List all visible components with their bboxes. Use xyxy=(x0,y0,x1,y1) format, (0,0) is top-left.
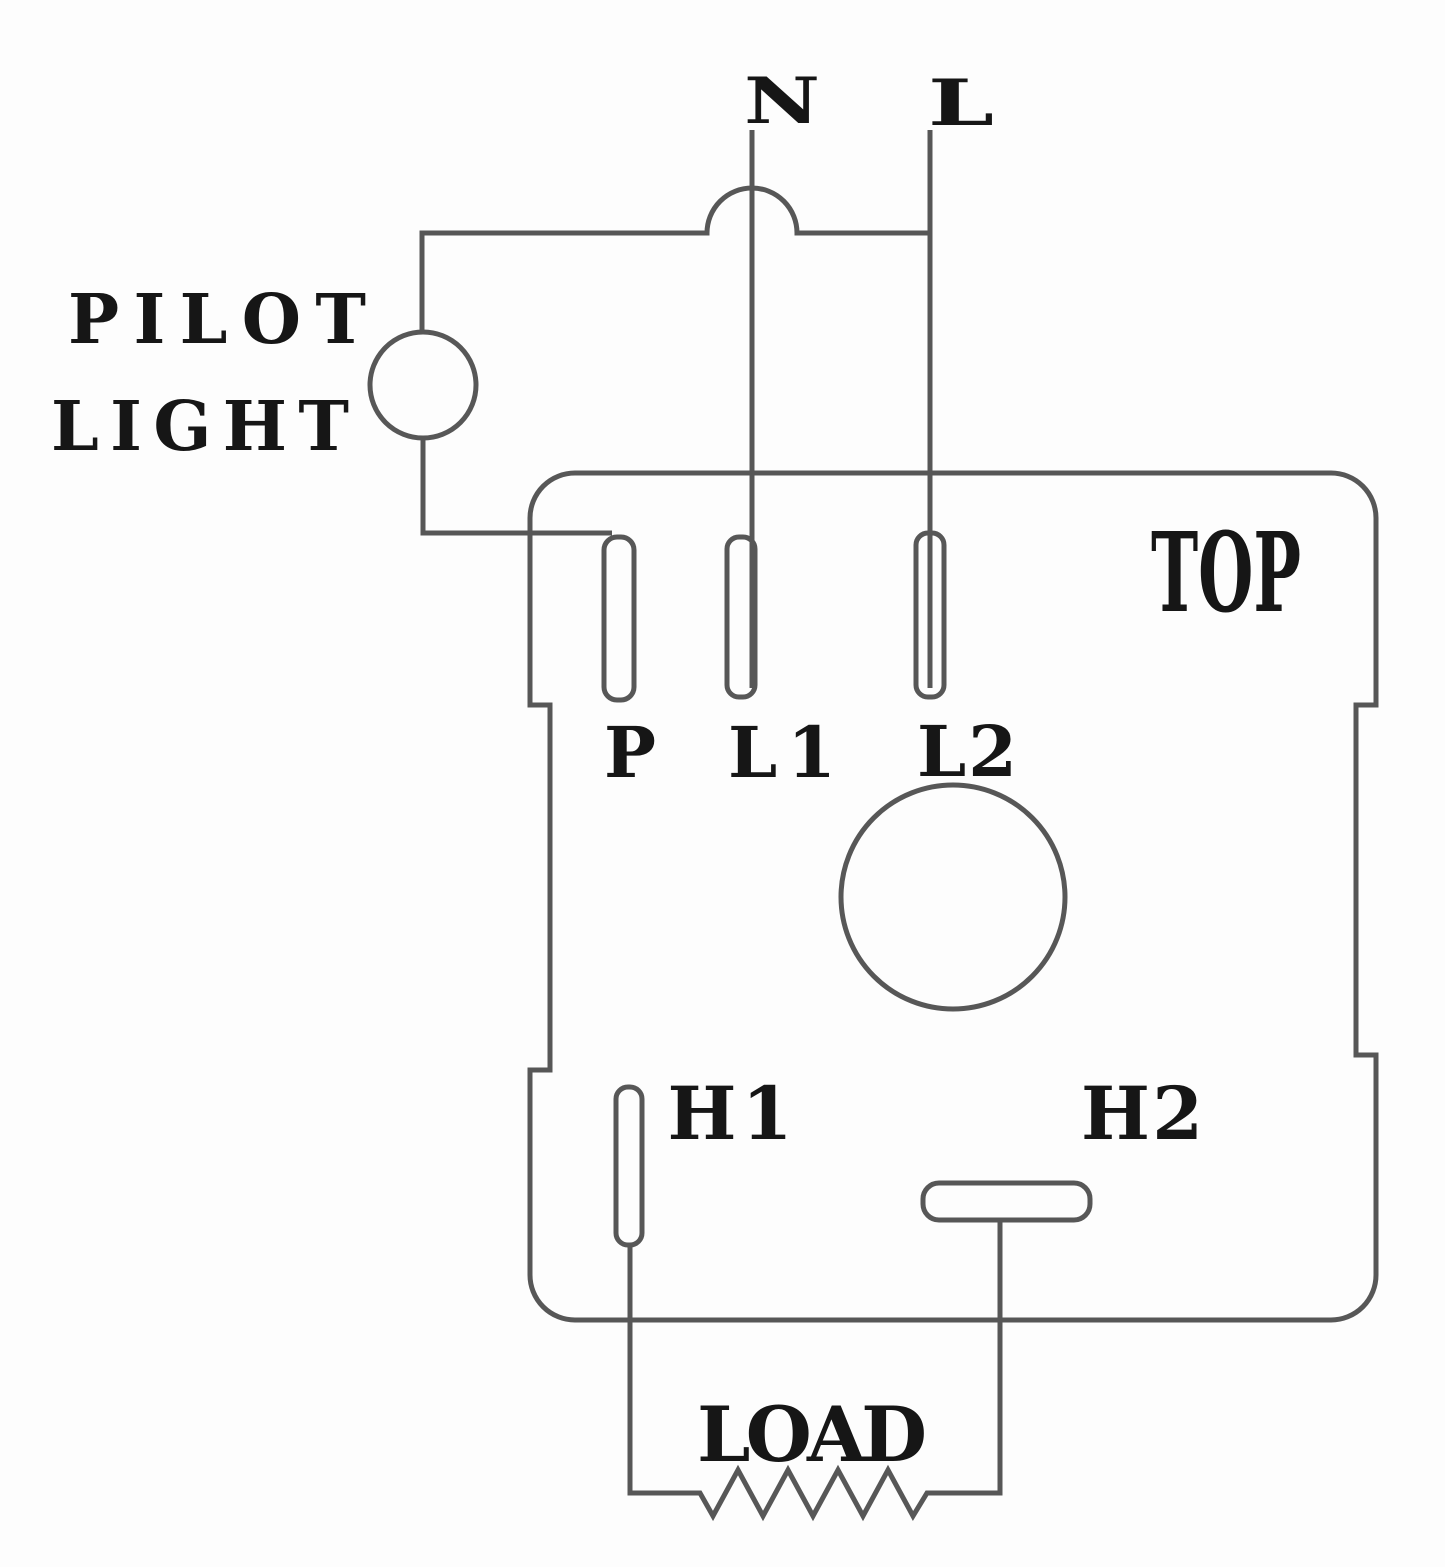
label-light: LIGHT xyxy=(51,387,349,467)
terminal-slot-l1 xyxy=(724,534,758,700)
socket-center-hole xyxy=(838,782,1068,1012)
label-terminal-h1: H1 xyxy=(668,1071,793,1157)
pilot-to-terminal-p-wire xyxy=(420,437,612,536)
label-pilot: PILOT xyxy=(68,280,366,360)
pilot-branch-wire-with-crossover-hop xyxy=(419,185,930,333)
label-line: L xyxy=(928,66,994,141)
socket-outline xyxy=(527,470,1379,1323)
terminal-slot-l2 xyxy=(913,530,947,700)
terminal-slot-h2 xyxy=(920,1180,1093,1223)
terminal-slot-h1 xyxy=(613,1084,645,1248)
label-terminal-h2: H2 xyxy=(1081,1071,1203,1157)
label-terminal-p: P xyxy=(604,711,656,794)
wires-group xyxy=(419,130,1003,1522)
pilot-light-symbol xyxy=(367,329,479,441)
label-load: LOAD xyxy=(697,1390,927,1479)
label-neutral: N xyxy=(744,64,820,139)
load-circuit-wire-with-resistor-symbol xyxy=(627,1221,1003,1522)
socket-group xyxy=(527,470,1379,1323)
label-top-view: TOP xyxy=(1151,508,1301,637)
terminal-slot-p xyxy=(601,534,637,703)
